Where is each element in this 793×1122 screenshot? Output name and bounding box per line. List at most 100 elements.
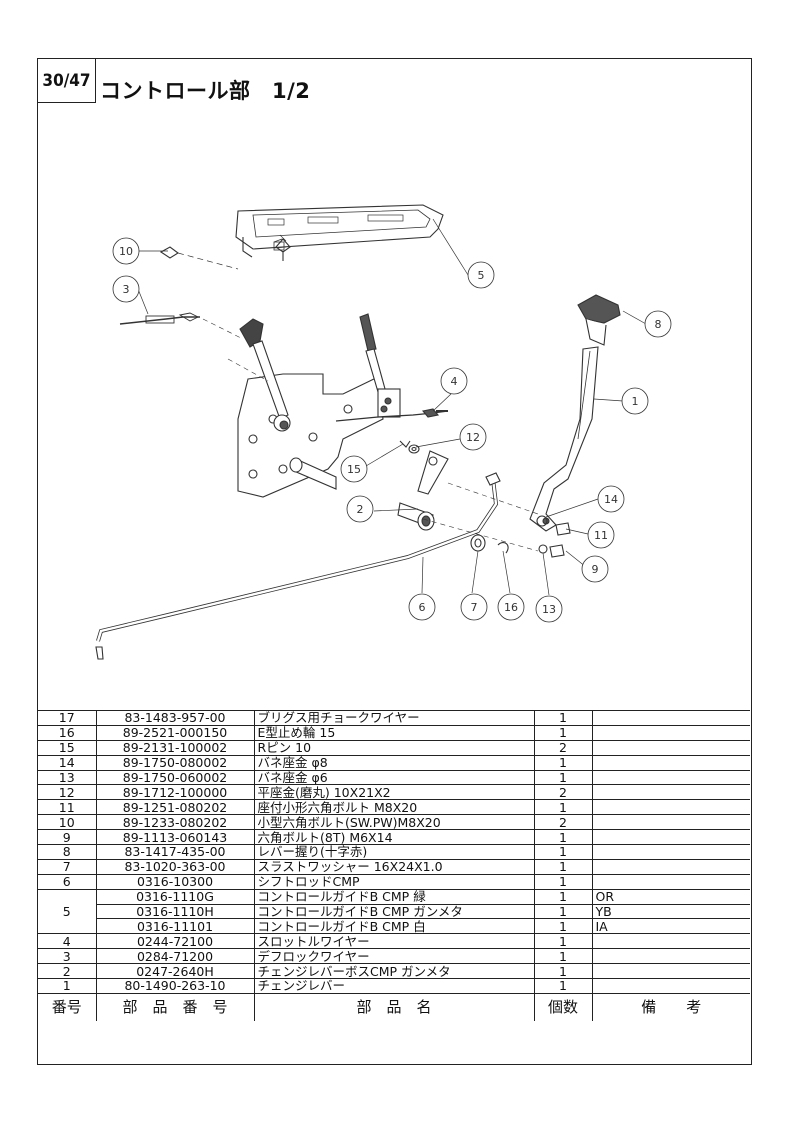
cell-no: 9 (38, 829, 97, 846)
callout-2: 2 (357, 503, 364, 516)
cell-part-name: 小型六角ボルト(SW.PW)M8X20 (253, 814, 535, 831)
cell-no: 10 (38, 814, 97, 831)
cell-part-name: コントロールガイドB CMP 白 (253, 918, 535, 935)
cell-part-name: 平座金(磨丸) 10X21X2 (253, 784, 535, 801)
parts-sheet: 30/47 コントロール部 1/2 (37, 58, 752, 1065)
cell-no: 3 (38, 948, 97, 965)
cell-qty: 1 (533, 769, 593, 786)
cell-qty: 1 (533, 754, 593, 771)
cell-part-number: 0284-71200 (95, 948, 255, 965)
cell-remarks (591, 710, 750, 726)
callout-13: 13 (542, 603, 556, 616)
cell-part-number: 80-1490-263-10 (95, 978, 255, 994)
part-diff-lock-wire (119, 316, 200, 325)
cell-part-number: 0247-2640H (95, 963, 255, 980)
cell-remarks (591, 963, 750, 980)
cell-remarks: YB (591, 903, 750, 920)
cell-no: 6 (38, 873, 97, 890)
cell-part-number: 89-1750-060002 (95, 769, 255, 786)
cell-part-name: コントロールガイドB CMP ガンメタ (253, 903, 535, 920)
cell-part-number: 0316-11101 (96, 918, 255, 935)
cell-qty: 2 (533, 784, 593, 801)
cell-part-name: スロットルワイヤー (253, 933, 535, 950)
cell-part-name: 六角ボルト(8T) M6X14 (253, 829, 535, 846)
cell-part-number: 89-1712-100000 (95, 784, 255, 801)
callout-16: 16 (504, 601, 518, 614)
cell-no: 5 (38, 888, 97, 935)
cell-part-name: スラストワッシャー 16X24X1.0 (253, 858, 535, 875)
cell-remarks: IA (591, 918, 750, 935)
cell-qty: 1 (533, 903, 593, 920)
cell-part-number: 89-1233-080202 (95, 814, 255, 831)
cell-qty: 1 (533, 873, 593, 890)
cell-part-name: シフトロッドCMP (253, 873, 535, 890)
cell-remarks (591, 754, 750, 771)
cell-part-name: Rピン 10 (253, 739, 535, 756)
cell-no: 13 (38, 769, 97, 786)
cell-part-name: レバー握り(十字赤) (253, 844, 535, 860)
callout-9: 9 (592, 563, 599, 576)
cell-no: 12 (38, 784, 97, 801)
cell-remarks (591, 978, 750, 994)
callout-10: 10 (119, 245, 133, 258)
header-qty: 個数 (533, 992, 593, 1021)
cell-no: 14 (38, 754, 97, 771)
table-header-row: 番号 部 品 番 号 部 品 名 個数 備 考 (38, 992, 750, 1021)
cell-no: 17 (38, 710, 97, 726)
cell-no: 11 (38, 799, 97, 816)
cell-part-name: コントロールガイドB CMP 緑 (253, 888, 535, 905)
cell-part-name: バネ座金 φ8 (253, 754, 535, 771)
cell-remarks (591, 769, 750, 786)
cell-part-number: 0244-72100 (95, 933, 255, 950)
part-throttle-wire (335, 410, 449, 422)
cell-remarks: OR (591, 888, 750, 905)
cell-part-number: 83-1417-435-00 (95, 844, 255, 860)
callout-14: 14 (604, 493, 618, 506)
callout-1: 1 (632, 395, 639, 408)
cell-part-name: ブリグス用チョークワイヤー (253, 710, 535, 726)
cell-qty: 1 (533, 858, 593, 875)
callout-3: 3 (123, 283, 130, 296)
cell-no: 7 (38, 858, 97, 875)
part-lever-grip (577, 294, 621, 324)
cell-no: 8 (38, 844, 97, 860)
cell-no: 15 (38, 739, 97, 756)
cell-part-name: バネ座金 φ6 (253, 769, 535, 786)
cell-remarks (591, 829, 750, 846)
cell-qty: 1 (533, 710, 593, 726)
page-number: 30/47 (38, 59, 96, 103)
cell-part-number: 83-1020-363-00 (95, 858, 255, 875)
callout-11: 11 (594, 529, 608, 542)
cell-part-number: 89-1251-080202 (95, 799, 255, 816)
cell-qty: 1 (533, 963, 593, 980)
cell-part-number: 89-1113-060143 (95, 829, 255, 846)
header-no: 番号 (38, 992, 97, 1021)
cell-remarks (591, 814, 750, 831)
cell-part-name: 座付小形六角ボルト M8X20 (253, 799, 535, 816)
cell-part-name: チェンジレバーボスCMP ガンメタ (253, 963, 535, 980)
header-part-name: 部 品 名 (253, 992, 535, 1021)
callout-5: 5 (478, 269, 485, 282)
cell-remarks (591, 844, 750, 860)
cell-no: 2 (38, 963, 97, 980)
cell-part-number: 0316-10300 (95, 873, 255, 890)
cell-qty: 1 (533, 724, 593, 741)
callout-7: 7 (471, 601, 478, 614)
cell-remarks (591, 724, 750, 741)
header-part-number: 部 品 番 号 (95, 992, 255, 1021)
cell-qty: 1 (533, 948, 593, 965)
